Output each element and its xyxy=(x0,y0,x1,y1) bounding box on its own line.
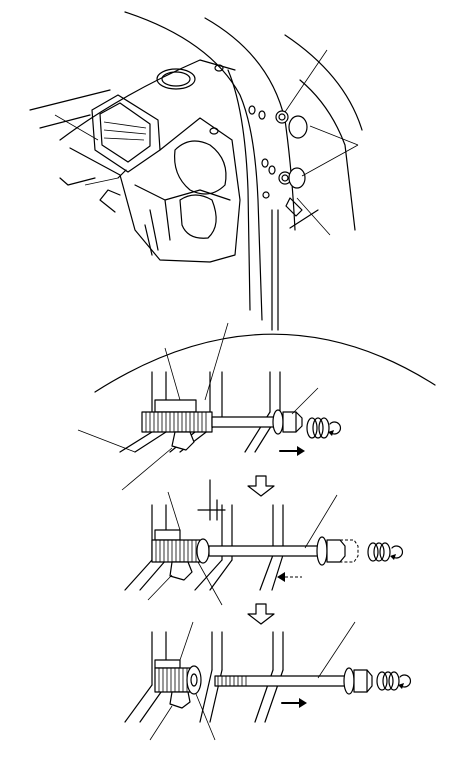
down-arrow-icon xyxy=(247,603,275,625)
detail-view-boundary xyxy=(94,333,436,393)
rotate-icon xyxy=(399,674,411,688)
rotate-icon xyxy=(329,421,341,435)
step-3-diagram xyxy=(124,621,411,741)
rotate-icon xyxy=(391,545,403,559)
down-arrow-icon xyxy=(247,475,275,497)
step-1-diagram xyxy=(77,322,341,491)
dashboard-overview xyxy=(29,11,363,331)
step-2-diagram xyxy=(124,479,403,606)
